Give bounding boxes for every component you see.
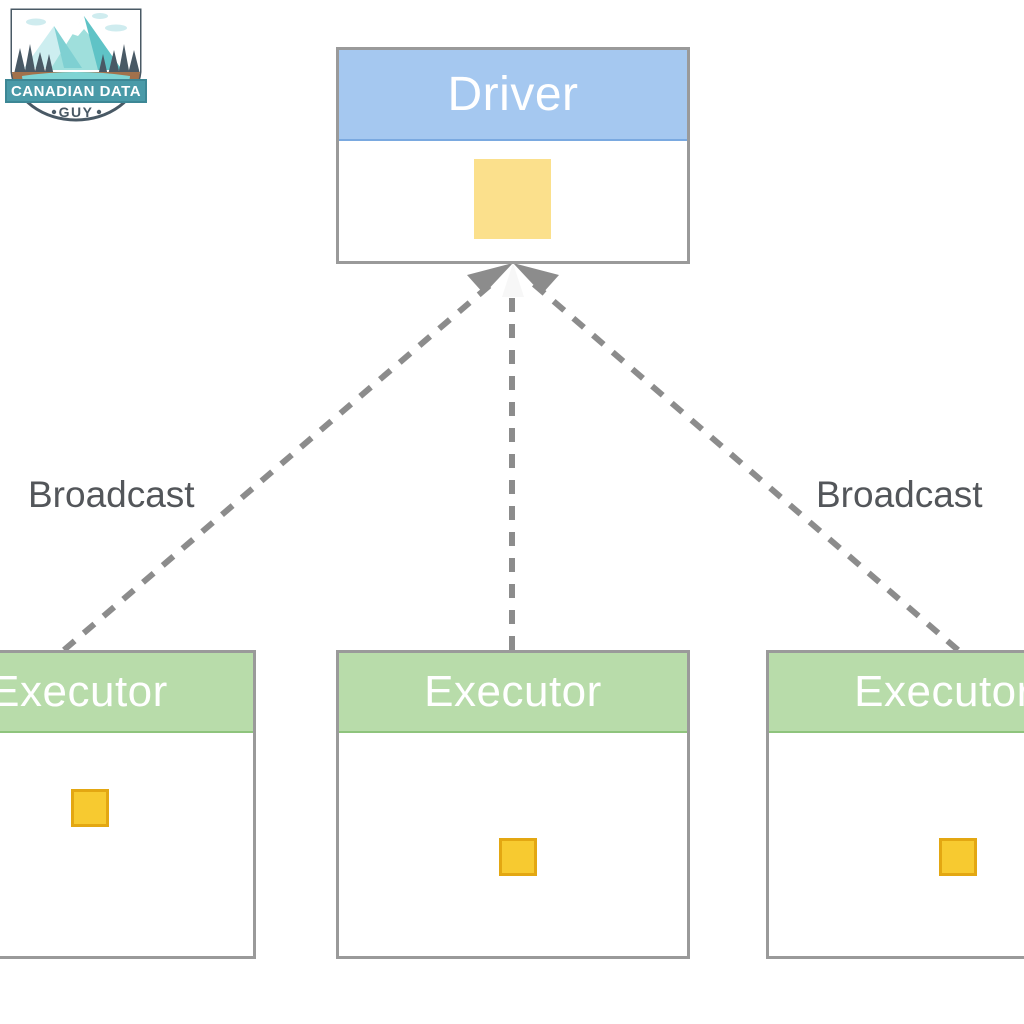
driver-broadcast-variable-block: [474, 159, 551, 239]
arrowhead-right-icon: [513, 263, 559, 294]
executor-node-left[interactable]: Executor: [0, 650, 256, 959]
executor-right-broadcast-copy-block: [939, 838, 977, 876]
executor-left-label: Executor: [0, 667, 168, 716]
executor-right-body: [769, 733, 1024, 956]
executor-left-broadcast-copy-block: [71, 789, 109, 827]
executor-center-body: [339, 733, 687, 956]
connector-left-dashed-line: [62, 277, 498, 653]
executor-right-header: Executor: [769, 653, 1024, 733]
broadcast-label-right: Broadcast: [816, 474, 983, 515]
driver-body: [339, 141, 687, 261]
arrowhead-left-icon: [467, 263, 513, 294]
logo-cloud-left-icon: [26, 18, 46, 26]
logo-banner-text: CANADIAN DATA: [11, 83, 141, 100]
logo-dot-right-icon: [96, 109, 102, 115]
executor-center-label: Executor: [424, 667, 602, 716]
driver-node[interactable]: Driver: [336, 47, 690, 264]
connector-right-dashed-line: [527, 277, 960, 653]
logo-cloud-right-icon: [105, 24, 127, 32]
executor-node-right[interactable]: Executor: [766, 650, 1024, 959]
executor-center-header: Executor: [339, 653, 687, 733]
canadian-data-guy-logo: CANADIAN DATA GUY: [5, 8, 147, 122]
logo-trees-left-icon: [14, 44, 54, 76]
executor-center-broadcast-copy-block: [499, 838, 537, 876]
driver-label: Driver: [447, 68, 579, 121]
logo-trees-right-icon: [98, 44, 140, 76]
executor-right-label: Executor: [854, 667, 1024, 716]
arrowhead-center-icon: [499, 261, 527, 297]
driver-header: Driver: [339, 50, 687, 141]
arrowhead-center-outline-icon: [502, 263, 524, 297]
logo-sub-text: GUY: [59, 104, 94, 120]
logo-dot-left-icon: [51, 109, 57, 115]
logo-banner: [5, 79, 147, 103]
executor-node-center[interactable]: Executor: [336, 650, 690, 959]
executor-left-header: Executor: [0, 653, 253, 733]
executor-left-body: [0, 733, 253, 956]
logo-mountain-left-shadow-icon: [54, 26, 82, 68]
logo-cloud-top-icon: [92, 13, 108, 19]
broadcast-label-left: Broadcast: [28, 474, 195, 515]
